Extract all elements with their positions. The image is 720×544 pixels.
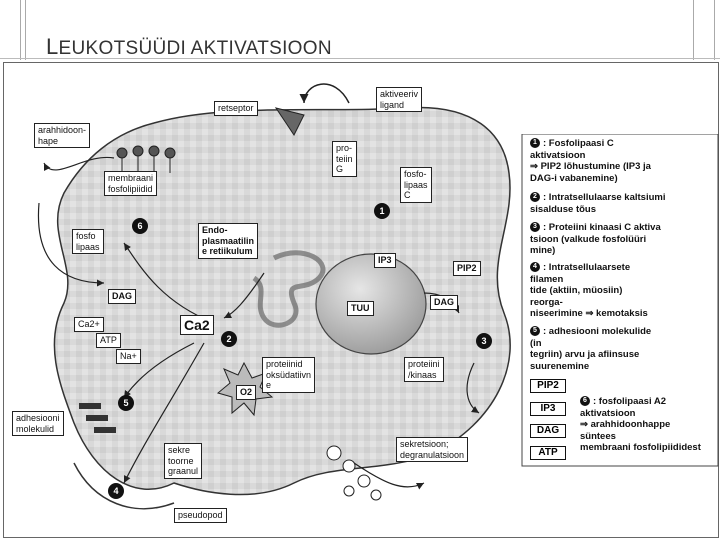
- legend-item-4: 4: Intratsellulaarsete filamen tide (akt…: [530, 262, 648, 320]
- label-proteiin-g: pro- teiin G: [332, 141, 357, 177]
- legend-text-2: : Intratsellulaarse kaltsiumi sisalduse …: [530, 192, 666, 215]
- legend-num-6: 6: [580, 396, 590, 406]
- step-marker-5: 5: [123, 398, 128, 408]
- legend-box-dag: DAG: [530, 424, 566, 438]
- title-first-letter: L: [46, 34, 59, 59]
- step-marker-6: 6: [137, 221, 142, 231]
- label-adhesiooni-molekulid: adhesiooni molekulid: [12, 411, 64, 436]
- legend-box-ip3: IP3: [530, 402, 566, 416]
- label-retseptor: retseptor: [214, 101, 258, 116]
- title-divider: [0, 58, 720, 59]
- label-pip2: PIP2: [453, 261, 481, 276]
- label-proteiini-kinaas: proteiini /kinaas: [404, 357, 444, 382]
- legend-item-1: 1: Fosfolipaasi C aktivatsioon ⇒ PIP2 lõ…: [530, 138, 651, 184]
- label-dag-left: DAG: [108, 289, 136, 304]
- label-aktiveeriv-ligand: aktiveeriv ligand: [376, 87, 422, 112]
- legend-text-4: : Intratsellulaarsete filamen tide (akti…: [530, 262, 648, 319]
- legend-num-1: 1: [530, 138, 540, 148]
- label-na: Na+: [116, 349, 141, 364]
- step-marker-4: 4: [113, 486, 118, 496]
- legend-num-2: 2: [530, 192, 540, 202]
- label-endoplasmaatiline-retiikulum: Endo- plasmaatilin e retiikulum: [198, 223, 258, 259]
- legend-text-3: : Proteiini kinaasi C aktiva tsioon (val…: [530, 222, 661, 256]
- label-proteiinid-oksudatiivne: proteiinid oksüdatiivn e: [262, 357, 315, 393]
- legend-item-6: 6: fosfolipaasi A2 aktivatsioon ⇒ arahhi…: [580, 396, 701, 454]
- label-o2: O2: [236, 385, 256, 400]
- legend-text-5: : adhesiooni molekulide (in tegriin) arv…: [530, 326, 651, 372]
- legend-item-5: 5: adhesiooni molekulide (in tegriin) ar…: [530, 326, 651, 372]
- legend-box-pip2: PIP2: [530, 379, 566, 393]
- decorative-bar-left: [20, 0, 26, 60]
- label-arahhidoonhape: arahhidoon- hape: [34, 123, 90, 148]
- legend-item-3: 3: Proteiini kinaasi C aktiva tsioon (va…: [530, 222, 661, 257]
- label-sekretoorne-graanul: sekre toorne graanul: [164, 443, 202, 479]
- label-fosfolipaas-c: fosfo- lipaas C: [400, 167, 432, 203]
- label-ip3: IP3: [374, 253, 396, 268]
- title-rest: EUKOTSÜÜDI AKTIVATSIOON: [59, 38, 332, 59]
- slide-title: LEUKOTSÜÜDI AKTIVATSIOON: [46, 34, 332, 60]
- ligand-arrow: [304, 84, 349, 103]
- legend-num-5: 5: [530, 326, 540, 336]
- step-marker-2: 2: [226, 334, 231, 344]
- label-pseudopod: pseudopod: [174, 508, 227, 523]
- legend-text-1: : Fosfolipaasi C aktivatsioon ⇒ PIP2 lõh…: [530, 138, 651, 184]
- legend-text-6: : fosfolipaasi A2 aktivatsioon ⇒ arahhid…: [580, 396, 701, 453]
- label-ca2: Ca2: [180, 315, 214, 335]
- label-sekretsioon: sekretsioon; degranulatsioon: [396, 437, 468, 462]
- legend-item-2: 2: Intratsellulaarse kaltsiumi sisalduse…: [530, 192, 666, 215]
- legend-num-4: 4: [530, 262, 540, 272]
- label-membraani-fosfolipiidid: membraani fosfolipiidid: [104, 171, 157, 196]
- label-tuum: TUU: [347, 301, 374, 316]
- label-ca-out: Ca2+: [74, 317, 104, 332]
- legend-panel: 1: Fosfolipaasi C aktivatsioon ⇒ PIP2 lõ…: [520, 134, 720, 464]
- step-marker-3: 3: [481, 336, 486, 346]
- decorative-bar-right: [693, 0, 715, 60]
- label-dag-right: DAG: [430, 295, 458, 310]
- step-marker-1: 1: [379, 206, 384, 216]
- label-atp: ATP: [96, 333, 121, 348]
- label-fosfolipaas-a: fosfo lipaas: [72, 229, 104, 254]
- legend-num-3: 3: [530, 222, 540, 232]
- legend-box-atp: ATP: [530, 446, 566, 460]
